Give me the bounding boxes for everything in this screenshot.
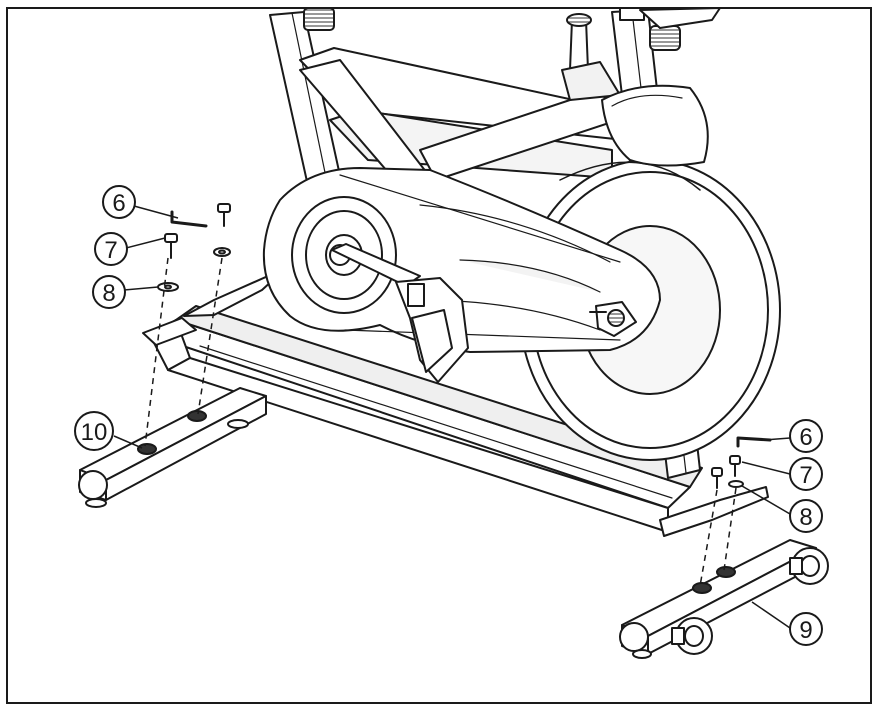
handlebar-post <box>561 13 621 101</box>
callout-label: 9 <box>799 617 812 644</box>
left-washer-2 <box>213 247 231 257</box>
callout-right-6: 6 <box>789 419 823 453</box>
callout-right-9: 9 <box>789 612 823 646</box>
flywheel-shroud <box>601 84 709 167</box>
callout-label: 10 <box>81 419 108 446</box>
main-beam <box>299 47 625 201</box>
callout-left-10: 10 <box>74 411 114 451</box>
callout-left-6: 6 <box>102 185 136 219</box>
callout-label: 7 <box>799 462 812 489</box>
right-bolt-2 <box>711 467 723 489</box>
callout-right-8: 8 <box>789 499 823 533</box>
callout-label: 6 <box>112 190 125 217</box>
front-wheel-left <box>671 617 713 655</box>
base-tube <box>142 305 769 537</box>
left-bolt-2 <box>217 203 231 227</box>
callout-label: 6 <box>799 424 812 451</box>
front-wheel-right <box>789 547 829 585</box>
alignment-lines <box>144 257 737 587</box>
brake-caliper <box>589 301 637 337</box>
right-allen-key <box>736 436 772 448</box>
callout-left-7: 7 <box>94 232 128 266</box>
rear-stabilizer <box>78 387 267 508</box>
callout-label: 8 <box>799 504 812 531</box>
callout-left-8: 8 <box>92 275 126 309</box>
crank-arm <box>331 243 469 383</box>
left-washer <box>157 282 179 292</box>
callout-right-7: 7 <box>789 457 823 491</box>
callout-label: 7 <box>104 237 117 264</box>
left-allen-key <box>170 210 208 228</box>
right-washer <box>728 480 744 488</box>
leader-lines <box>113 205 791 629</box>
callout-label: 8 <box>102 280 115 307</box>
right-bolt <box>729 455 741 477</box>
